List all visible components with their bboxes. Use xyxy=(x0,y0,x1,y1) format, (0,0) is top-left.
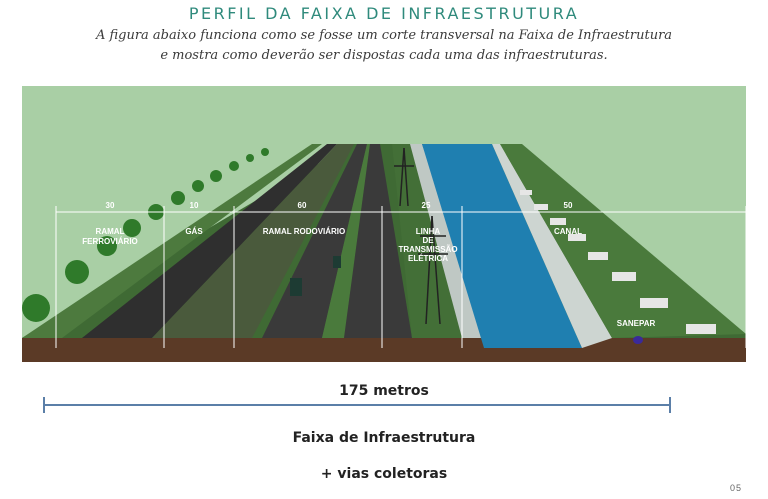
sanepar-strip xyxy=(500,144,746,338)
truck xyxy=(290,278,302,296)
total-width-tick-right xyxy=(669,397,671,413)
zone-label-road: RAMAL RODOVIÁRIO xyxy=(263,227,346,236)
zone-label-power-2: DE xyxy=(422,236,434,245)
zone-label-power-4: ELÉTRICA xyxy=(408,254,448,263)
power-line-strip xyxy=(392,144,462,338)
subtitle-line-1: A figura abaixo funciona como se fosse u… xyxy=(95,28,673,43)
subtitle-line-2: e mostra como deverão ser dispostas cada… xyxy=(160,48,608,63)
infrastructure-cross-section-diagram: 30 10 60 25 50 RAMAL FERROVIÁRIO GÁS RAM… xyxy=(22,86,746,362)
sanepar-marker xyxy=(633,336,643,344)
page-title: PERFIL DA FAIXA DE INFRAESTRUTURA xyxy=(188,4,580,23)
gas-strip xyxy=(152,144,354,338)
sanepar-structures xyxy=(520,190,716,334)
zone-label-sanepar: SANEPAR xyxy=(617,319,656,328)
road-lane-2 xyxy=(344,144,412,338)
caption-line-1: Faixa de Infraestrutura xyxy=(292,430,476,446)
width-gas: 10 xyxy=(190,201,199,210)
zone-label-gas: GÁS xyxy=(185,227,203,236)
canal-water xyxy=(422,144,582,348)
road-median xyxy=(322,144,370,338)
zone-label-rail-2: FERROVIÁRIO xyxy=(82,237,138,246)
width-road: 60 xyxy=(298,201,307,210)
zone-label-rail-1: RAMAL xyxy=(96,227,125,236)
page-number: 05 xyxy=(729,483,742,493)
width-canal: 50 xyxy=(564,201,573,210)
total-width-line xyxy=(44,404,670,406)
zone-label-canal: CANAL xyxy=(554,227,582,236)
left-grass-strip xyxy=(22,144,322,338)
width-rail: 30 xyxy=(106,201,115,210)
caption-line-2: + vias coletoras xyxy=(320,466,448,482)
width-power: 25 xyxy=(422,201,431,210)
railway-track xyxy=(82,144,337,338)
total-width-tick-left xyxy=(43,397,45,413)
bus xyxy=(333,256,341,268)
zone-label-power-1: LINHA xyxy=(416,227,441,236)
total-width-label: 175 metros xyxy=(339,383,429,399)
tree-row xyxy=(22,148,269,322)
zone-label-power-3: TRANSMISSÃO xyxy=(398,245,457,254)
road-lane-1 xyxy=(262,144,367,338)
soil-layer xyxy=(22,338,746,362)
zone-dividers xyxy=(55,206,746,348)
transmission-tower xyxy=(394,147,448,325)
